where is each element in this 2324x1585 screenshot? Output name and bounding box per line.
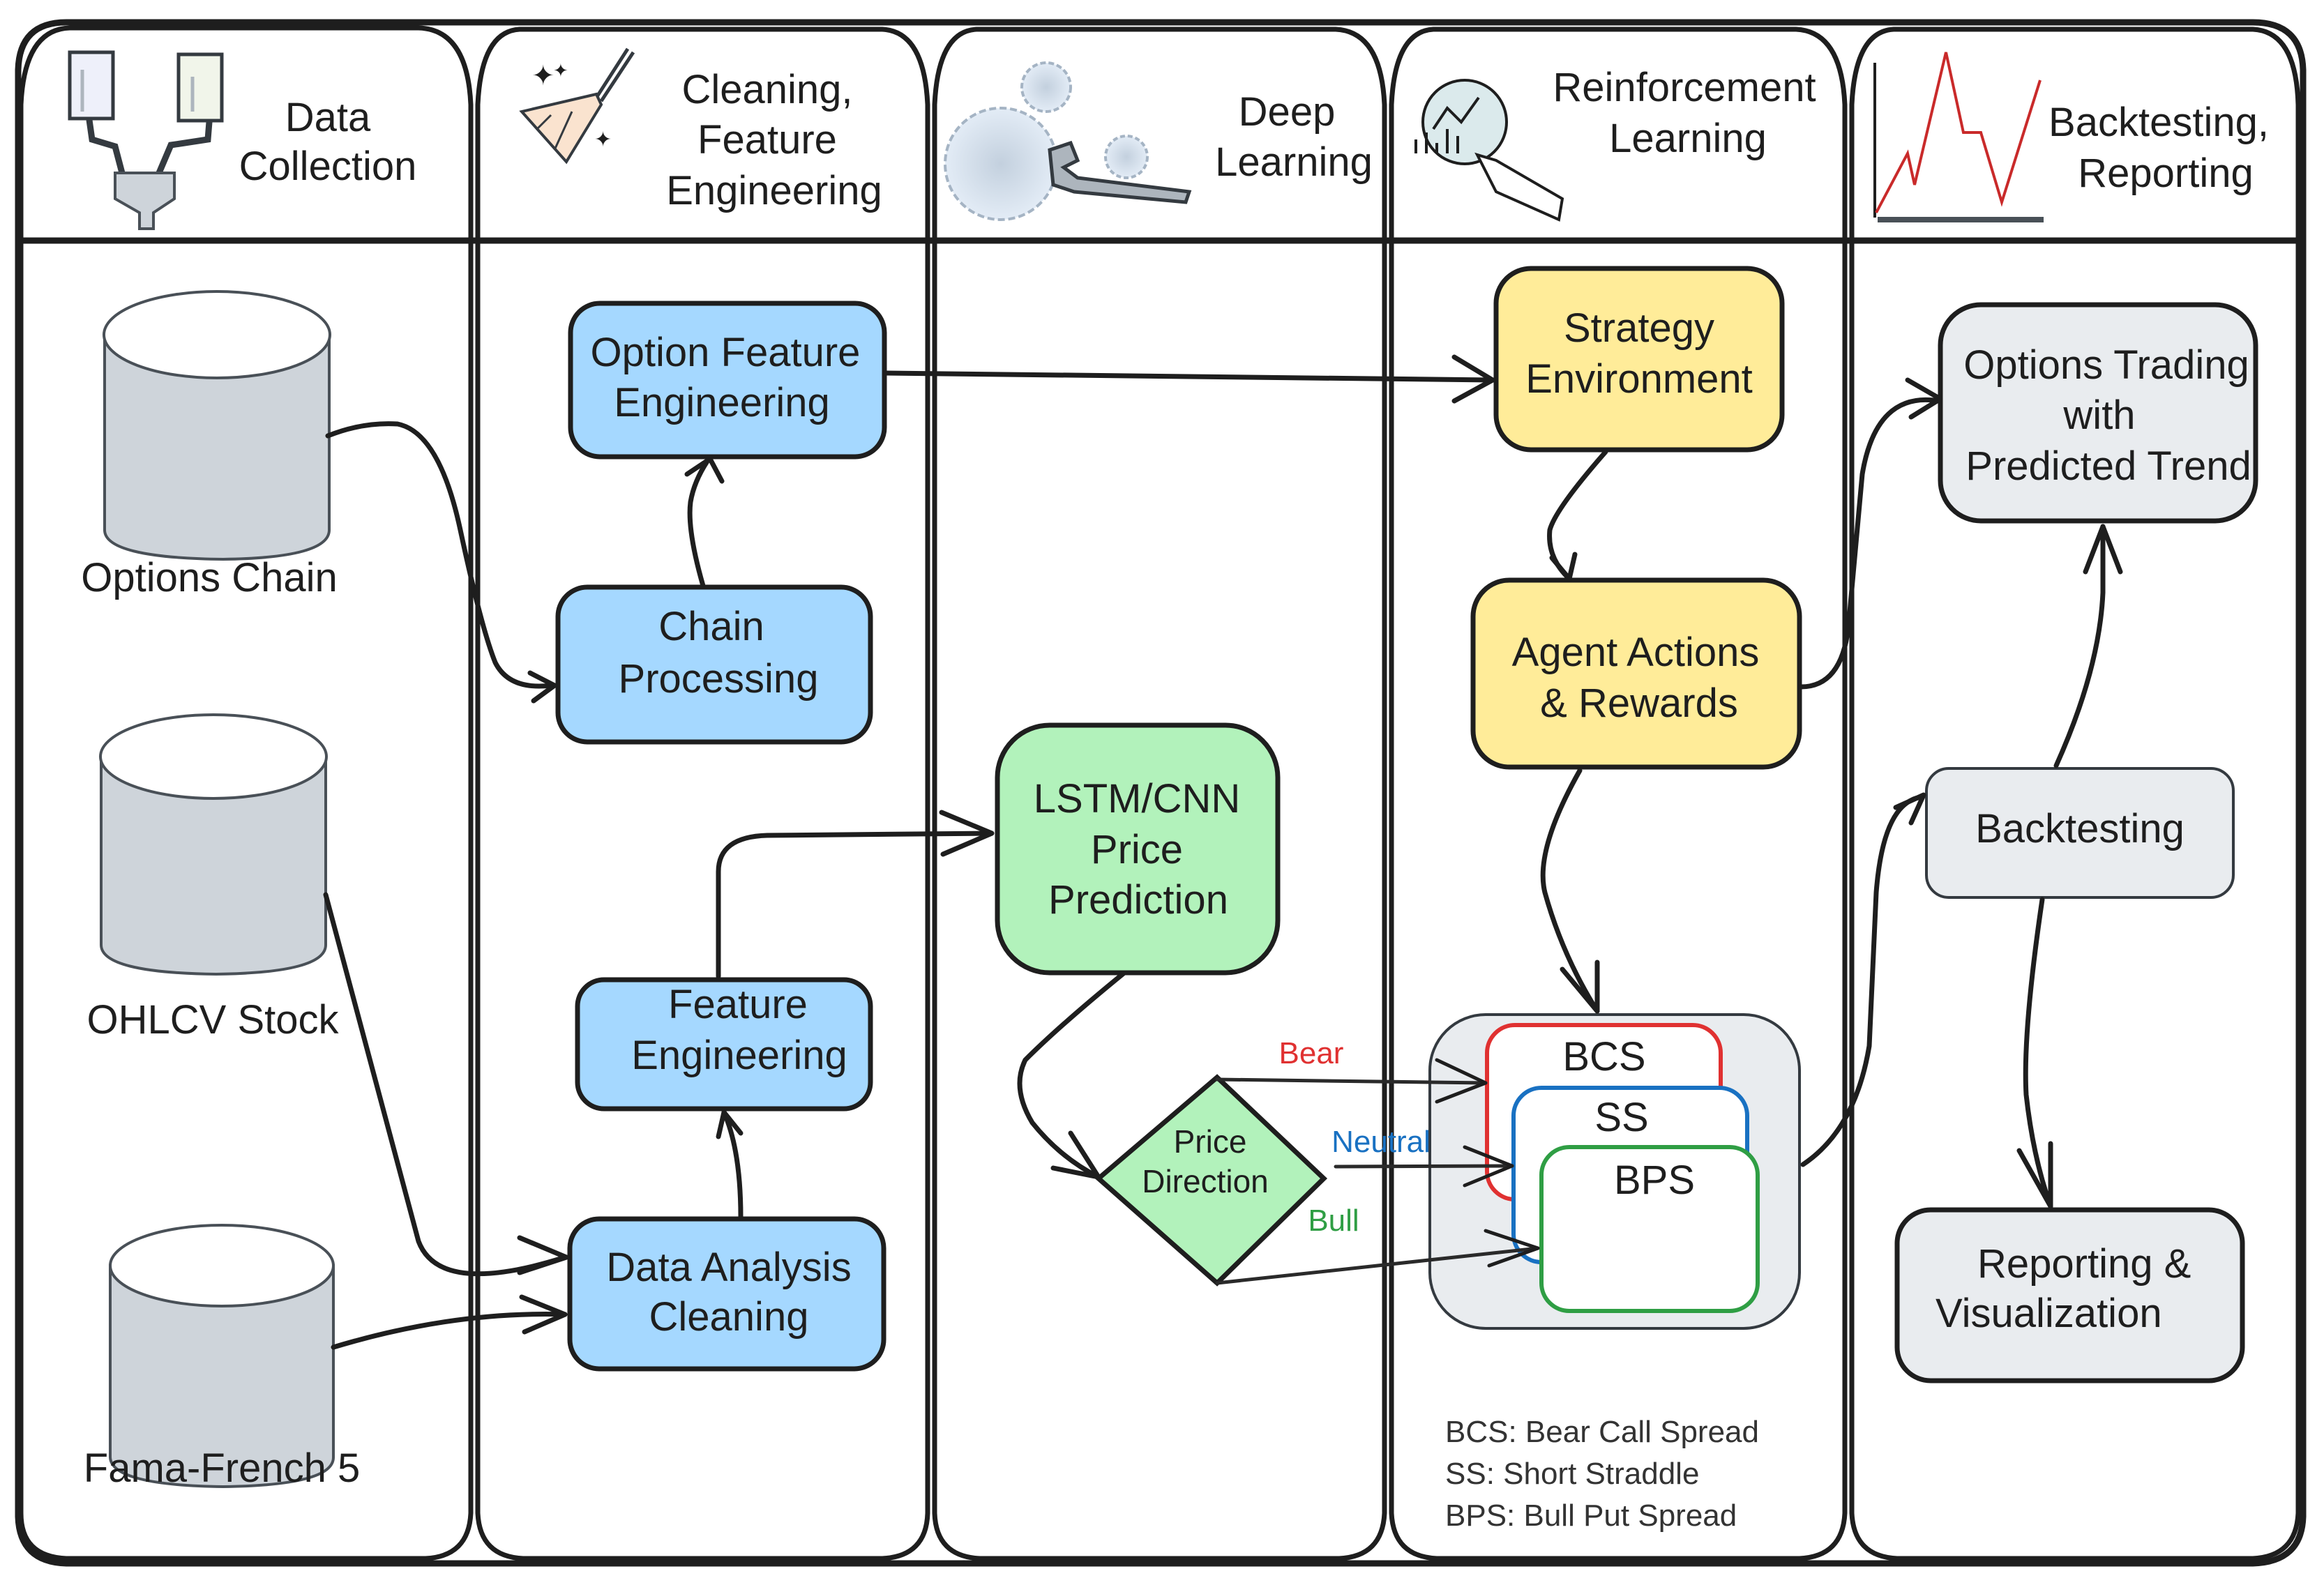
edge-agent-to-strategy-group	[1540, 768, 1600, 1014]
svg-text:with: with	[2062, 393, 2135, 438]
gears-wrench-icon	[944, 61, 1192, 221]
svg-text:Agent Actions: Agent Actions	[1512, 630, 1760, 675]
edge-backtesting-to-options-trading	[2053, 524, 2123, 768]
edge-neutral-to-ss: Neutral	[1331, 1125, 1514, 1188]
node-lstm-cnn-price-prediction[interactable]: LSTM/CNN Price Prediction	[995, 722, 1281, 976]
edge-label-bear: Bear	[1279, 1036, 1344, 1070]
lane-title-deep-learning: Deep Learning	[1215, 89, 1373, 185]
edge-label-neutral: Neutral	[1331, 1125, 1431, 1159]
edge-options-chain-to-chain-processing	[325, 421, 557, 704]
svg-text:Reporting &: Reporting &	[1977, 1241, 2191, 1287]
source-label: Fama-French 5	[84, 1446, 360, 1491]
svg-text:Data: Data	[285, 95, 371, 140]
svg-text:Cleaning: Cleaning	[649, 1294, 809, 1340]
svg-text:Prediction: Prediction	[1048, 877, 1228, 923]
edge-agent-to-options-trading	[1798, 377, 1943, 690]
edge-ohlcv-to-data-analysis	[323, 892, 569, 1277]
svg-text:Direction: Direction	[1142, 1163, 1269, 1199]
edge-bull-to-bps: Bull	[1215, 1204, 1540, 1285]
edge-strategy-group-to-backtesting	[1800, 792, 1926, 1167]
svg-text:Reinforcement: Reinforcement	[1553, 65, 1816, 110]
svg-text:✦: ✦	[531, 61, 555, 91]
edge-data-analysis-to-feature-eng	[716, 1109, 744, 1220]
svg-text:Backtesting,: Backtesting,	[2048, 100, 2269, 145]
lane-title-data-collection: Data Collection	[239, 95, 417, 189]
files-to-funnel-icon	[68, 50, 224, 230]
svg-text:Data Analysis: Data Analysis	[606, 1245, 851, 1290]
svg-text:Deep: Deep	[1239, 89, 1336, 135]
svg-text:Feature: Feature	[668, 982, 808, 1027]
svg-text:Cleaning,: Cleaning,	[681, 67, 852, 112]
edge-label-bull: Bull	[1308, 1204, 1359, 1238]
edge-lstm-to-price-direction	[1017, 970, 1127, 1180]
node-price-direction[interactable]: Price Direction	[1094, 1074, 1328, 1287]
svg-text:Backtesting: Backtesting	[1975, 806, 2185, 851]
edge-fama-french-to-data-analysis	[331, 1294, 568, 1350]
edge-option-feature-to-strategy-env	[882, 354, 1495, 404]
source-label: OHLCV Stock	[87, 997, 340, 1042]
node-feature-engineering[interactable]: Feature Engineering	[575, 977, 873, 1112]
strategy-bps[interactable]: BPS	[1539, 1145, 1760, 1313]
broom-sparkle-icon: ✦ ✦ ✦	[519, 47, 635, 165]
svg-text:Environment: Environment	[1525, 356, 1753, 402]
svg-text:Processing: Processing	[619, 656, 819, 702]
edge-backtesting-to-reporting	[2016, 897, 2053, 1209]
svg-text:Engineering: Engineering	[631, 1033, 847, 1078]
node-agent-actions-rewards[interactable]: Agent Actions & Rewards	[1470, 577, 1802, 770]
svg-text:BPS: Bull Put Spread: BPS: Bull Put Spread	[1445, 1499, 1737, 1533]
node-options-trading[interactable]: Options Trading with Predicted Trend	[1938, 302, 2258, 524]
svg-text:Visualization: Visualization	[1936, 1291, 2162, 1336]
svg-text:Reporting: Reporting	[2078, 151, 2253, 196]
line-chart-icon	[1873, 52, 2044, 222]
lane-title-backtesting: Backtesting, Reporting	[2048, 100, 2269, 196]
svg-text:Learning: Learning	[1215, 139, 1373, 185]
edge-strategy-env-to-agent	[1547, 449, 1608, 582]
edge-bear-to-bcs: Bear	[1215, 1036, 1488, 1104]
svg-text:Price: Price	[1091, 827, 1183, 872]
edge-chain-processing-to-option-feature	[684, 456, 725, 589]
node-data-analysis-cleaning[interactable]: Data Analysis Cleaning	[567, 1216, 886, 1372]
svg-text:& Rewards: & Rewards	[1540, 681, 1738, 726]
svg-text:Option Feature: Option Feature	[591, 330, 861, 375]
svg-text:BPS: BPS	[1614, 1158, 1695, 1203]
svg-text:Price: Price	[1174, 1123, 1247, 1160]
svg-text:Learning: Learning	[1609, 116, 1767, 161]
source-ohlcv-stock: OHLCV Stock	[87, 713, 340, 1042]
lane-title-cleaning: Cleaning, Feature Engineering	[666, 67, 882, 213]
svg-text:Predicted Trend: Predicted Trend	[1965, 443, 2251, 489]
node-option-feature-engineering[interactable]: Option Feature Engineering	[568, 301, 887, 460]
source-label: Options Chain	[81, 555, 338, 600]
svg-text:Engineering: Engineering	[666, 168, 882, 213]
strategy-legend: BCS: Bear Call Spread SS: Short Straddle…	[1445, 1415, 1759, 1533]
lane-title-reinforcement-learning: Reinforcement Learning	[1553, 65, 1816, 161]
svg-text:✦: ✦	[594, 128, 612, 151]
svg-text:Collection: Collection	[239, 144, 417, 189]
source-options-chain: Options Chain	[81, 290, 338, 600]
svg-text:BCS: BCS	[1562, 1034, 1645, 1079]
svg-text:SS: Short Straddle: SS: Short Straddle	[1445, 1457, 1699, 1491]
svg-text:Chain: Chain	[658, 604, 764, 649]
svg-text:✦: ✦	[553, 60, 568, 81]
svg-text:BCS: Bear Call Spread: BCS: Bear Call Spread	[1445, 1415, 1759, 1449]
node-chain-processing[interactable]: Chain Processing	[555, 584, 873, 745]
svg-text:Feature: Feature	[697, 117, 837, 162]
svg-text:Strategy: Strategy	[1564, 305, 1714, 351]
edge-feature-eng-to-lstm	[716, 810, 995, 979]
node-strategy-environment[interactable]: Strategy Environment	[1493, 266, 1785, 453]
node-reporting-visualization[interactable]: Reporting & Visualization	[1894, 1207, 2245, 1383]
svg-text:SS: SS	[1594, 1095, 1648, 1140]
svg-text:Options Trading: Options Trading	[1963, 342, 2249, 388]
magnifier-chart-icon	[1414, 79, 1564, 222]
outer-frame	[15, 19, 2307, 1567]
source-fama-french-5: Fama-French 5	[84, 1224, 360, 1491]
node-backtesting[interactable]: Backtesting	[1925, 767, 2235, 899]
svg-text:Engineering: Engineering	[614, 380, 830, 425]
svg-text:LSTM/CNN: LSTM/CNN	[1034, 776, 1240, 821]
